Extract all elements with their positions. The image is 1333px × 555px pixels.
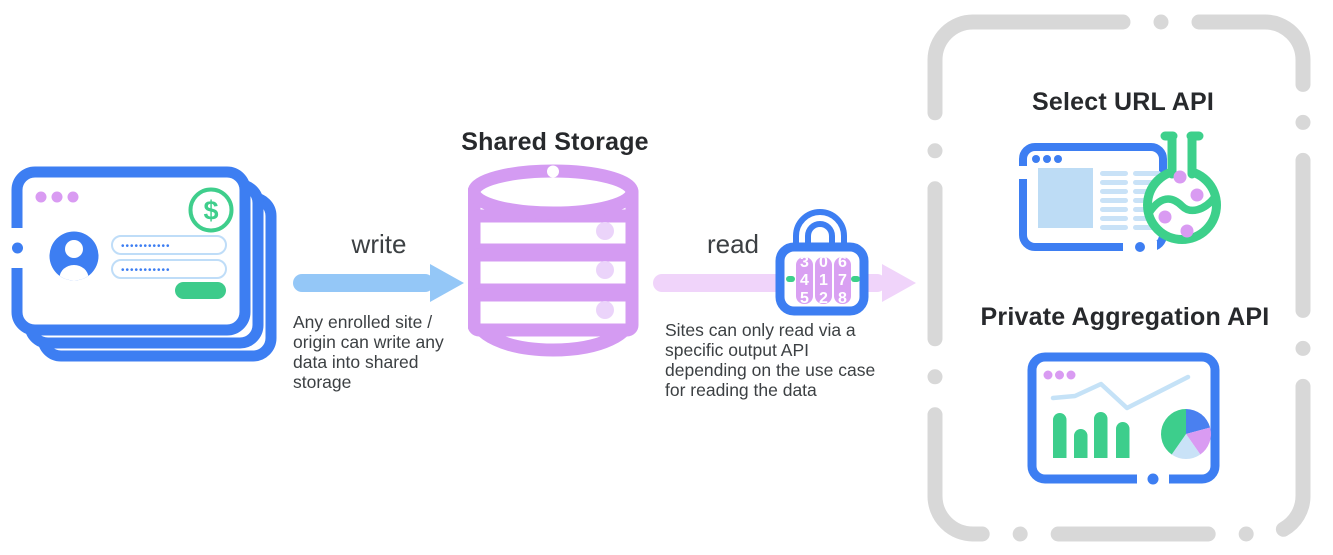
window-dots-icon xyxy=(1043,370,1076,380)
password-field: ••••••••••• xyxy=(111,259,227,279)
bubble-dot xyxy=(1173,170,1187,184)
select-url-api-icon xyxy=(1017,131,1221,253)
currency-symbol: $ xyxy=(203,196,218,226)
bubble-dot xyxy=(1158,210,1172,224)
output-apis-panel-border xyxy=(927,14,1311,542)
write-description-line: storage xyxy=(293,372,352,392)
border-dot xyxy=(1147,473,1159,485)
write-description-line: Any enrolled site / xyxy=(293,312,433,332)
write-label: write xyxy=(351,229,407,259)
line-chart-icon xyxy=(1050,374,1191,411)
password-field: ••••••••••• xyxy=(111,235,227,255)
password-mask: ••••••••••• xyxy=(121,265,171,276)
write-arrow-icon xyxy=(293,264,464,302)
database-icon xyxy=(468,164,639,357)
bubble-dot xyxy=(1190,188,1204,202)
submit-button-shape xyxy=(175,282,226,299)
read-label: read xyxy=(706,229,760,259)
flask-icon xyxy=(1143,131,1221,244)
select-url-api-title: Select URL API xyxy=(1031,88,1215,116)
border-dot xyxy=(12,242,23,254)
password-mask: ••••••••••• xyxy=(121,241,171,252)
read-description-line: depending on the use case xyxy=(665,360,876,380)
pie-chart-icon xyxy=(1161,409,1211,459)
front-card: $ ••••••••••• ••••••••••• xyxy=(9,166,251,336)
read-description-line: Sites can only read via a xyxy=(665,320,856,340)
shared-storage-title: Shared Storage xyxy=(461,128,649,156)
login-card-stack-icon: $ ••••••••••• ••••••••••• xyxy=(9,166,277,362)
window-dots-icon xyxy=(35,191,79,203)
border-dot xyxy=(1135,242,1145,252)
write-description-line: origin can write any xyxy=(293,332,444,352)
bubble-dot xyxy=(1180,224,1194,238)
private-aggregation-api-title: Private Aggregation API xyxy=(980,303,1270,331)
read-description: Sites can only read via a specific outpu… xyxy=(665,320,905,400)
record-dot xyxy=(596,261,614,279)
record-dot xyxy=(596,301,614,319)
dial-mark xyxy=(851,276,860,282)
read-description-line: for reading the data xyxy=(665,380,817,400)
read-description-line: specific output API xyxy=(665,340,809,360)
dollar-badge-icon: $ xyxy=(188,187,234,233)
avatar xyxy=(49,231,99,281)
dial-mark xyxy=(786,276,795,282)
write-description-line: data into shared xyxy=(293,352,419,372)
private-aggregation-api-icon xyxy=(1027,352,1220,485)
window-dots-icon xyxy=(1032,155,1062,163)
record-dot xyxy=(596,222,614,240)
bar-chart-icon xyxy=(1053,412,1130,458)
write-description: Any enrolled site / origin can write any… xyxy=(293,312,483,392)
content-block xyxy=(1038,168,1093,228)
